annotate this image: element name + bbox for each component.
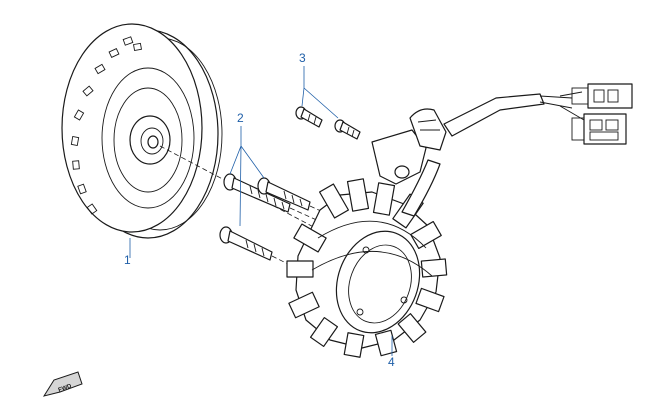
connector-lower	[571, 113, 627, 145]
callout-3-label: 3	[299, 51, 306, 65]
screw-left	[295, 106, 323, 128]
callout-1-label: 1	[124, 253, 131, 267]
bolt-lower	[219, 226, 273, 261]
screw-right	[334, 119, 361, 140]
callout-3[interactable]: 3	[299, 51, 339, 119]
callout-4-label: 4	[388, 355, 395, 369]
callout-2[interactable]: 2	[229, 111, 265, 227]
callout-4[interactable]: 4	[388, 336, 395, 369]
fwd-label: FWD	[58, 383, 74, 394]
fwd-arrow-icon: FWD	[42, 371, 83, 397]
callout-1[interactable]: 1	[124, 238, 131, 267]
stator-assembly	[286, 83, 633, 358]
bolt-upper-left	[223, 173, 291, 213]
callout-2-label: 2	[237, 111, 244, 125]
connector-upper	[571, 83, 633, 109]
flywheel-rotor	[61, 23, 223, 239]
